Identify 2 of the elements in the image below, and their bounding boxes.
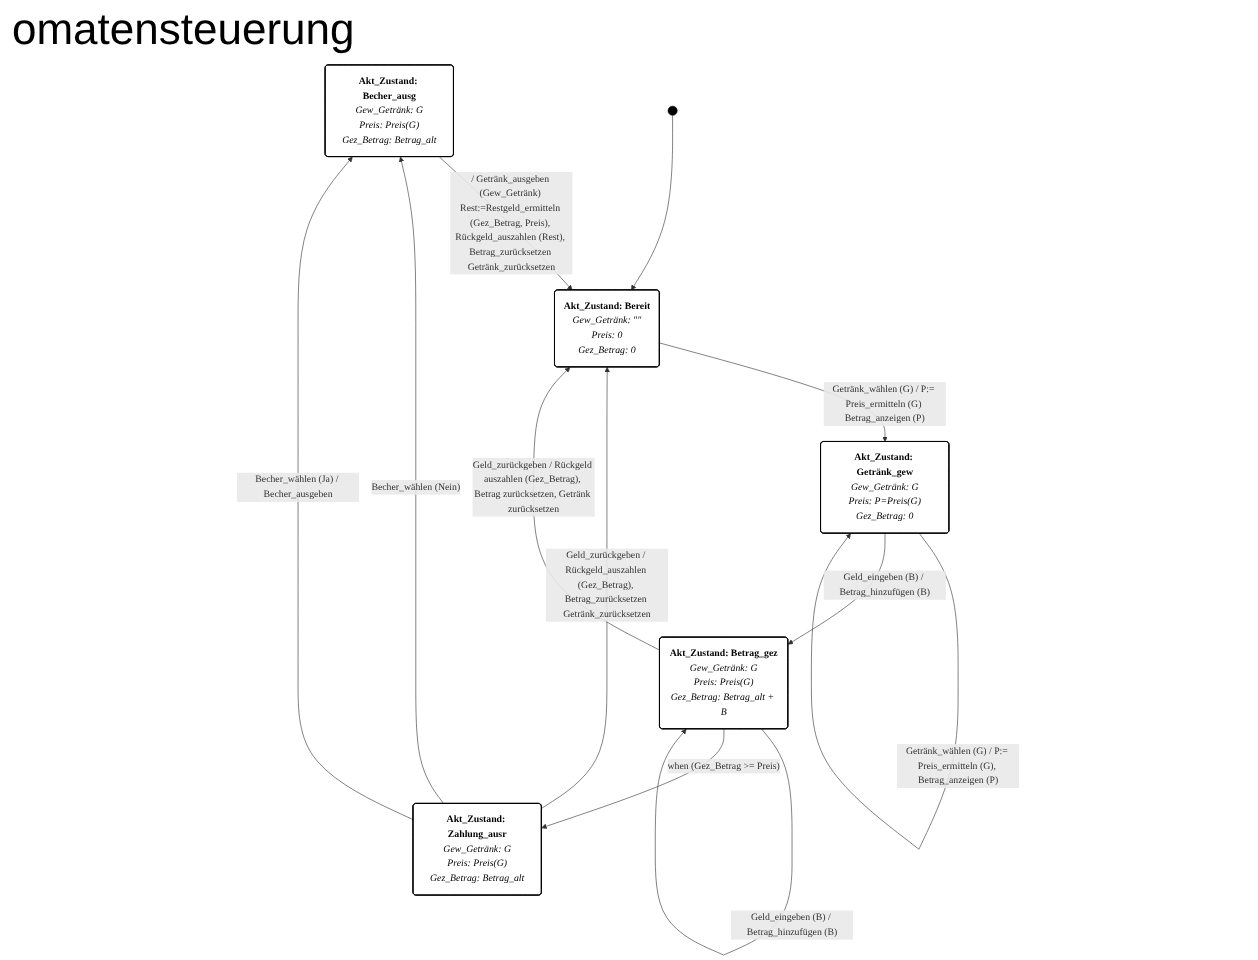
node-circle: [668, 105, 679, 116]
diagram-title: omatensteuerung: [10, 2, 357, 58]
